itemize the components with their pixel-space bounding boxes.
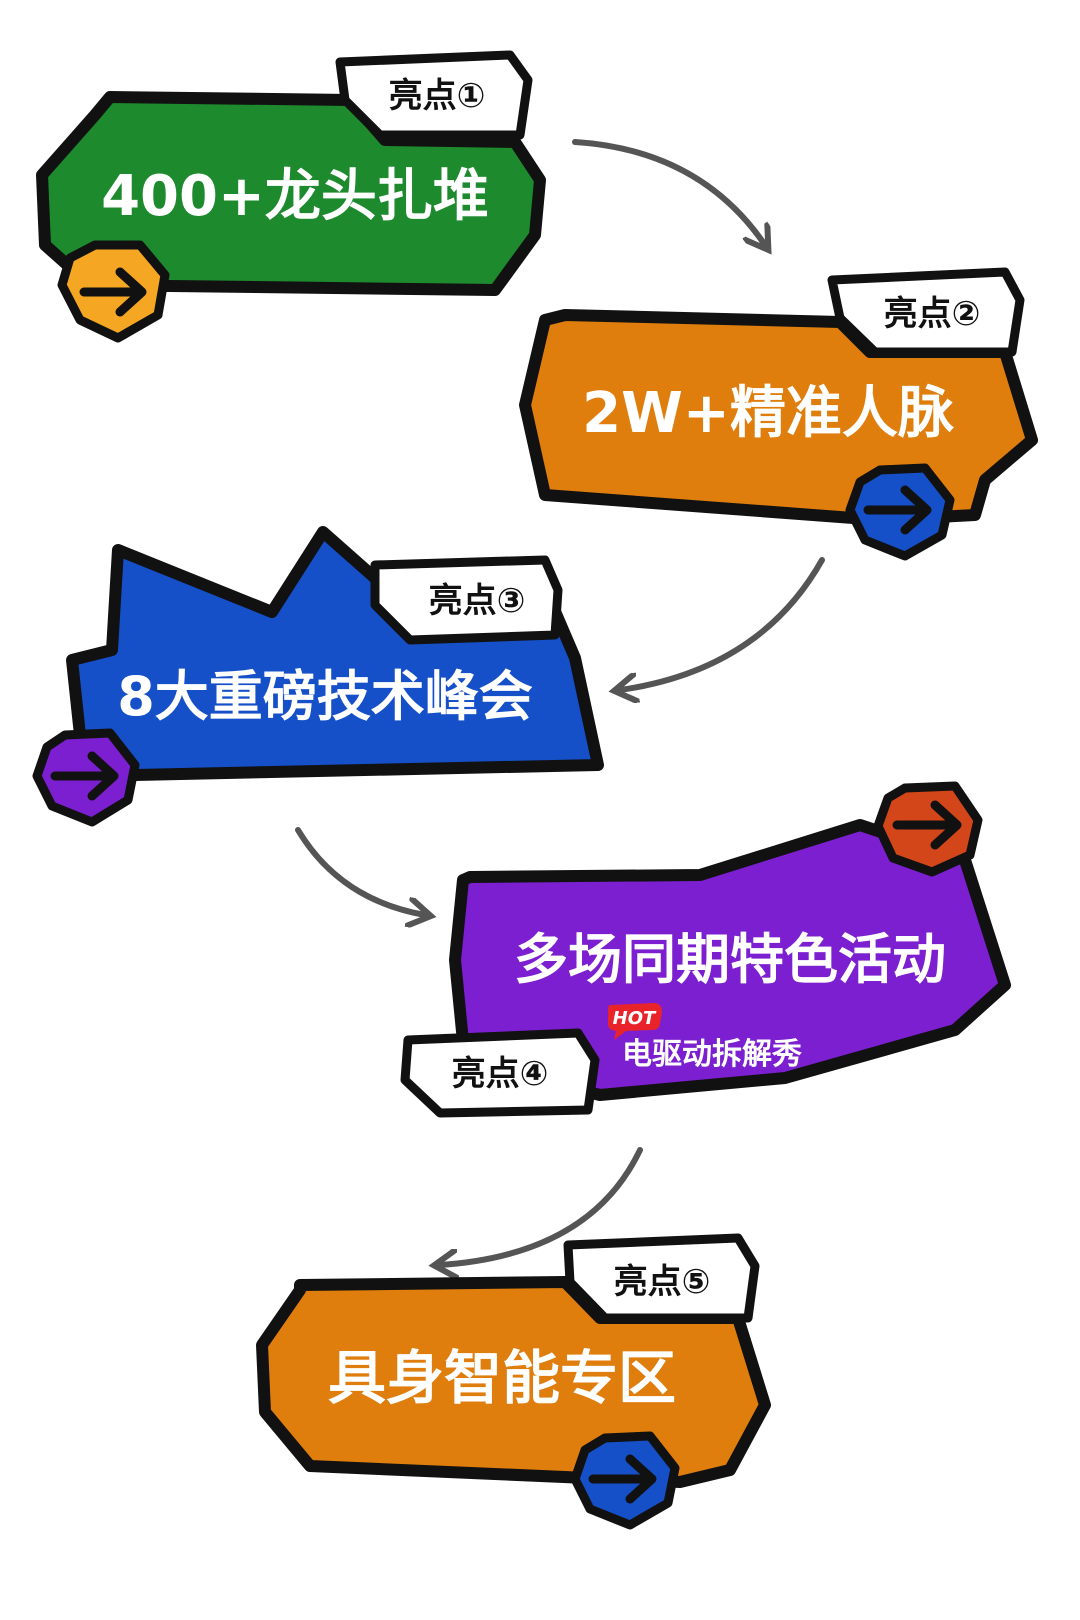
connector-3-to-4 <box>295 827 425 915</box>
highlight-card-2[interactable]: 亮点② 2W+精准人脉 <box>519 267 1038 561</box>
arrow-button-3[interactable] <box>32 728 140 827</box>
arrow-button-2[interactable] <box>845 463 955 561</box>
highlight-tag-5: 亮点⑤ <box>614 1262 711 1302</box>
arrow-right-icon <box>892 800 962 850</box>
highlight-card-1[interactable]: 亮点① 400+龙头扎堆 <box>36 50 546 343</box>
arrow-right-icon <box>588 1454 657 1504</box>
highlight-tag-2-shape <box>827 267 1025 357</box>
connector-2-to-3 <box>620 557 825 690</box>
highlight-title-3: 8大重磅技术峰会 <box>117 665 533 728</box>
highlight-tag-3: 亮点③ <box>429 581 526 621</box>
arrow-button-4[interactable] <box>873 781 983 877</box>
arrow-button-5[interactable] <box>570 1431 680 1530</box>
connector-4-to-5 <box>440 1147 643 1265</box>
hot-badge: HOT <box>608 1003 662 1040</box>
flow-connectors <box>295 139 825 1265</box>
hot-badge-label: HOT <box>613 1008 657 1029</box>
highlight-title-1: 400+龙头扎堆 <box>101 164 489 229</box>
highlight-title-4: 多场同期特色活动 <box>514 928 946 991</box>
highlight-subtitle-4: 电驱动拆解秀 <box>622 1037 802 1072</box>
highlight-card-4-shape <box>449 819 1011 1101</box>
highlight-title-2: 2W+精准人脉 <box>582 381 955 446</box>
highlight-tag-4: 亮点④ <box>452 1054 549 1094</box>
highlight-tag-1-shape <box>335 50 533 140</box>
highlight-tag-5-shape <box>563 1233 760 1323</box>
arrow-right-icon <box>863 485 932 535</box>
arrow-button-1[interactable] <box>57 240 170 343</box>
highlight-card-4[interactable]: 亮点④ 多场同期特色活动 HOT 电驱动拆解秀 <box>400 781 1011 1118</box>
highlight-tag-1: 亮点① <box>389 76 486 116</box>
highlight-card-3[interactable]: 亮点③ 8大重磅技术峰会 <box>32 526 604 827</box>
arrow-right-icon <box>50 751 119 801</box>
highlight-tag-4-shape <box>400 1028 600 1118</box>
arrow-right-icon <box>79 267 147 317</box>
highlight-tag-2: 亮点② <box>884 294 981 334</box>
highlight-card-5[interactable]: 亮点⑤ 具身智能专区 <box>256 1233 771 1530</box>
highlight-title-5: 具身智能专区 <box>328 1344 676 1412</box>
connector-1-to-2 <box>572 139 765 245</box>
highlight-tag-3-shape <box>370 555 563 645</box>
